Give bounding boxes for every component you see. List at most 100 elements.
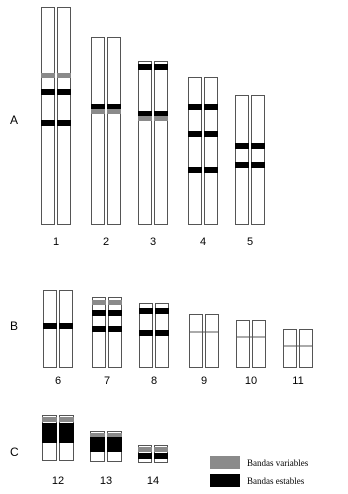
chromosome-14: 14: [138, 446, 168, 488]
chromosome-4-band-stable: [188, 104, 202, 110]
group-label-c: C: [10, 445, 19, 459]
legend: Bandas variables Bandas estables: [210, 456, 309, 487]
chromosome-5-chromatid-left: [236, 96, 249, 225]
chromosome-8-label: 8: [151, 375, 157, 387]
chromosome-5-band-stable: [235, 162, 249, 168]
chromosome-3-band-stable: [154, 64, 168, 70]
chromosome-1-band-variable: [57, 73, 71, 78]
chromosome-3-band-stable: [138, 64, 152, 70]
chromosome-11-label: 11: [292, 375, 303, 387]
chromosome-7-band-variable: [92, 300, 106, 305]
group-label-b: B: [10, 319, 18, 333]
chromosome-4-chromatid-right: [205, 78, 218, 225]
chromosome-8-band-stable: [139, 308, 153, 314]
chromosome-5-band-stable: [251, 162, 265, 168]
chromosome-12: 12: [42, 416, 74, 488]
chromosome-3-band-variable: [154, 116, 168, 121]
chromosome-10: 10: [236, 321, 266, 388]
chromosome-14-band-stable: [138, 453, 152, 459]
legend-swatch-variable: [210, 456, 240, 469]
chromosome-1-chromatid-right: [58, 8, 71, 225]
chromosome-6-band-stable: [43, 323, 57, 329]
chromosome-13-label: 13: [100, 475, 112, 487]
chromosome-3-label: 3: [150, 236, 156, 248]
chromosome-1: 1: [41, 8, 71, 249]
chromosome-5-chromatid-right: [252, 96, 265, 225]
chromosome-2-band-variable: [107, 109, 121, 114]
chromosome-7-label: 7: [104, 375, 110, 387]
chromosome-12-band-variable: [42, 417, 57, 422]
chromosome-7-band-stable: [92, 326, 106, 332]
chromosome-1-chromatid-left: [42, 8, 55, 225]
chromosome-10-label: 10: [245, 375, 257, 387]
chromosome-7-band-stable: [92, 310, 106, 316]
chromosome-6-label: 6: [55, 375, 61, 387]
chromosome-10-chromatid-left: [237, 321, 250, 368]
chromosome-4-band-stable: [204, 131, 218, 137]
chromosome-14-band-variable: [154, 447, 168, 452]
chromosome-11-chromatid-right: [300, 330, 313, 368]
chromosome-6-band-stable: [59, 323, 73, 329]
chromosome-9-chromatid-right: [206, 315, 219, 368]
chromosome-5: 5: [235, 96, 265, 249]
chromosome-6: 6: [43, 291, 73, 388]
chromosome-7-band-variable: [108, 300, 122, 305]
chromosome-5-band-stable: [235, 143, 249, 149]
chromosome-4-band-stable: [188, 167, 202, 173]
chromosome-4-band-stable: [204, 104, 218, 110]
chromosome-5-band-stable: [251, 143, 265, 149]
chromosome-9: 9: [189, 315, 219, 388]
chromosome-8-band-stable: [155, 308, 169, 314]
chromosome-2-label: 2: [103, 236, 109, 248]
chromosome-4: 4: [188, 78, 218, 249]
chromosome-10-chromatid-right: [253, 321, 266, 368]
legend-swatch-stable: [210, 474, 240, 487]
chromosome-3-chromatid-right: [155, 62, 168, 225]
chromosome-4-label: 4: [200, 236, 206, 248]
chromosome-13-band-stable: [107, 437, 122, 452]
chromosome-11: 11: [283, 330, 313, 388]
chromosome-14-band-variable: [138, 447, 152, 452]
chromosome-7-band-stable: [108, 310, 122, 316]
chromosome-1-band-variable: [41, 73, 55, 78]
chromosome-2-band-variable: [91, 109, 105, 114]
legend-label-variable: Bandas variables: [247, 458, 309, 468]
chromosome-4-chromatid-left: [189, 78, 202, 225]
chromosome-8: 8: [139, 304, 169, 388]
chromosome-9-label: 9: [201, 375, 207, 387]
chromosome-12-band-stable: [59, 423, 74, 443]
group-label-a: A: [10, 113, 18, 127]
chromosome-3-band-variable: [138, 116, 152, 121]
chromosome-12-label: 12: [52, 475, 64, 487]
chromosome-8-band-stable: [155, 330, 169, 336]
chromosome-1-label: 1: [53, 236, 59, 248]
chromosome-14-label: 14: [147, 475, 159, 487]
chromosome-11-chromatid-left: [284, 330, 297, 368]
chromosome-3-chromatid-left: [139, 62, 152, 225]
chromosome-12-band-variable: [59, 417, 74, 422]
chromosome-2-chromatid-left: [92, 38, 105, 225]
chromosome-12-band-stable: [42, 423, 57, 443]
chromosome-1-band-stable: [57, 120, 71, 126]
chromosome-2-chromatid-right: [108, 38, 121, 225]
chromosome-9-chromatid-left: [190, 315, 203, 368]
chromosome-3: 3: [138, 62, 168, 249]
chromosome-7-chromatid-left: [93, 298, 106, 368]
chromosome-14-band-stable: [154, 453, 168, 459]
chromosome-8-band-stable: [139, 330, 153, 336]
chromosome-13-band-stable: [90, 437, 105, 452]
chromosome-4-band-stable: [188, 131, 202, 137]
chromosome-1-band-stable: [41, 120, 55, 126]
chromosome-7-chromatid-right: [109, 298, 122, 368]
chromosome-13: 13: [90, 432, 122, 488]
chromosome-1-band-stable: [41, 89, 55, 95]
chromosome-7-band-stable: [108, 326, 122, 332]
chromosome-5-label: 5: [247, 236, 253, 248]
chromosome-7: 7: [92, 298, 122, 388]
chromosome-2: 2: [91, 38, 121, 249]
chromosome-4-band-stable: [204, 167, 218, 173]
legend-label-stable: Bandas estables: [247, 476, 305, 486]
chromosome-1-band-stable: [57, 89, 71, 95]
